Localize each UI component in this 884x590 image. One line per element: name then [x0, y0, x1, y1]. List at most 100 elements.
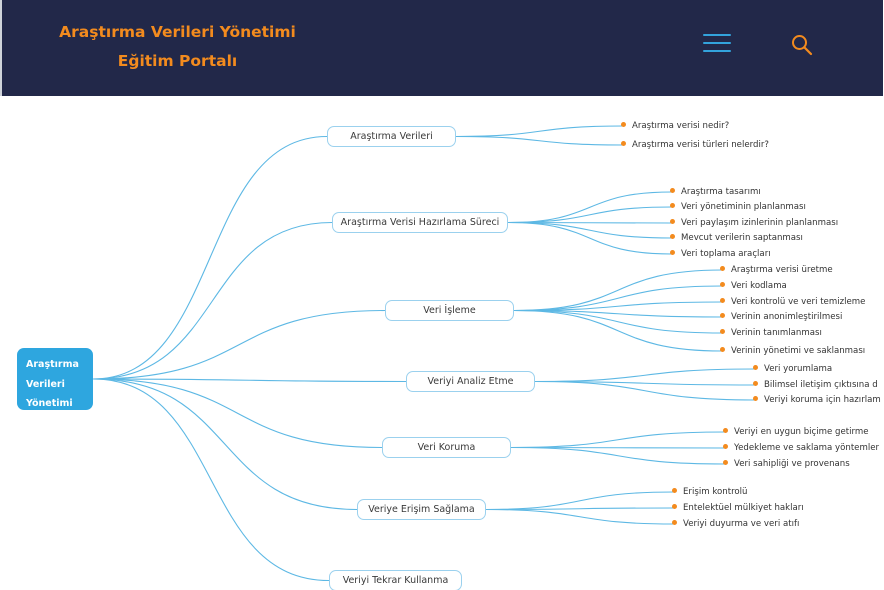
connector-line: [92, 221, 333, 380]
bullet-dot-icon: [720, 266, 725, 271]
branch-veri-isleme[interactable]: Veri İşleme: [385, 300, 514, 321]
leaf-label: Araştırma tasarımı: [681, 187, 761, 197]
connector-line: [455, 135, 624, 146]
leaf-item[interactable]: Verinin anonimleştirilmesi: [720, 311, 842, 323]
leaf-label: Verinin anonimleştirilmesi: [731, 312, 843, 322]
connector-line: [92, 378, 330, 582]
leaf-item[interactable]: Veri yönetiminin planlanması: [670, 201, 806, 213]
branch-arastirma-verileri[interactable]: Araştırma Verileri: [327, 126, 456, 147]
mindmap-connector-lines: [92, 125, 756, 582]
leaf-label: Veri sahipliği ve provenans: [734, 459, 850, 469]
leaf-item[interactable]: Mevcut verilerin saptanması: [670, 232, 803, 244]
leaf-item[interactable]: Araştırma verisi türleri nelerdir?: [621, 139, 769, 151]
leaf-item[interactable]: Yedekleme ve saklama yöntemler: [723, 442, 879, 454]
leaf-item[interactable]: Veri kodlama: [720, 280, 787, 292]
leaf-label: Bilimsel iletişim çıktısına d: [764, 380, 878, 390]
connector-line: [92, 378, 358, 511]
leaf-label: Erişim kontrolü: [683, 487, 748, 497]
bullet-dot-icon: [720, 298, 725, 303]
site-title-line-1[interactable]: Araştırma Verileri Yönetimi: [59, 23, 296, 41]
leaf-label: Araştırma verisi üretme: [731, 265, 833, 275]
connector-line: [485, 507, 675, 511]
branch-veriyi-tekrar-kullanma[interactable]: Veriyi Tekrar Kullanma: [329, 570, 462, 590]
connector-line: [534, 380, 756, 386]
mindmap-root-node[interactable]: Araştırma Verileri Yönetimi: [17, 348, 93, 410]
bullet-dot-icon: [670, 250, 675, 255]
connector-line: [513, 309, 723, 334]
site-header: Araştırma Verileri Yönetimi Eğitim Porta…: [2, 0, 883, 96]
leaf-item[interactable]: Erişim kontrolü: [672, 486, 748, 498]
root-label-line-2: Verileri: [26, 378, 65, 390]
bullet-dot-icon: [720, 329, 725, 334]
leaf-label: Veriyi koruma için hazırlam: [764, 395, 881, 405]
bullet-dot-icon: [672, 488, 677, 493]
leaf-item[interactable]: Araştırma verisi üretme: [720, 264, 833, 276]
connector-line: [92, 378, 407, 383]
bullet-dot-icon: [670, 234, 675, 239]
connector-line: [534, 380, 756, 401]
leaf-label: Veri kontrolü ve veri temizleme: [731, 297, 866, 307]
bullet-dot-icon: [720, 347, 725, 352]
mindmap-canvas: Araştırma Verileri Yönetimi Araştırma Ve…: [0, 96, 884, 590]
leaf-label: Veri toplama araçları: [681, 249, 771, 259]
leaf-label: Veri paylaşım izinlerinin planlanması: [681, 218, 839, 228]
leaf-item[interactable]: Verinin tanımlanması: [720, 327, 822, 339]
leaf-item[interactable]: Verinin yönetimi ve saklanması: [720, 345, 865, 357]
leaf-item[interactable]: Araştırma tasarımı: [670, 186, 761, 198]
connector-line: [513, 285, 723, 312]
bullet-dot-icon: [670, 203, 675, 208]
leaf-item[interactable]: Veri paylaşım izinlerinin planlanması: [670, 217, 838, 229]
leaf-label: Veri yorumlama: [764, 364, 833, 374]
bullet-dot-icon: [720, 282, 725, 287]
bullet-dot-icon: [720, 313, 725, 318]
connector-line: [92, 135, 328, 380]
connector-line: [485, 491, 675, 511]
bullet-dot-icon: [672, 504, 677, 509]
branch-veriye-erisim-saglama[interactable]: Veriye Erişim Sağlama: [357, 499, 486, 520]
leaf-label: Veri yönetiminin planlanması: [681, 202, 806, 212]
branch-veri-koruma[interactable]: Veri Koruma: [382, 437, 511, 458]
window-edge: [0, 0, 2, 96]
leaf-item[interactable]: Entelektüel mülkiyet hakları: [672, 502, 804, 514]
leaf-item[interactable]: Veri toplama araçları: [670, 248, 771, 260]
leaf-item[interactable]: Veri kontrolü ve veri temizleme: [720, 296, 865, 308]
leaf-item[interactable]: Veriyi duyurma ve veri atıfı: [672, 518, 799, 530]
bullet-dot-icon: [753, 365, 758, 370]
connector-line: [485, 508, 675, 525]
connector-line: [513, 309, 723, 352]
connector-line: [513, 309, 723, 318]
connector-line: [507, 221, 673, 224]
hamburger-menu-icon[interactable]: [703, 34, 731, 54]
bullet-dot-icon: [672, 520, 677, 525]
bullet-dot-icon: [621, 141, 626, 146]
leaf-label: Veriyi en uygun biçime getirme: [734, 427, 869, 437]
branch-veri-hazirlama-sureci[interactable]: Araştırma Verisi Hazırlama Süreci: [332, 212, 508, 233]
leaf-label: Entelektüel mülkiyet hakları: [683, 503, 804, 513]
leaf-label: Veriyi duyurma ve veri atıfı: [683, 519, 800, 529]
bullet-dot-icon: [753, 396, 758, 401]
leaf-label: Mevcut verilerin saptanması: [681, 233, 803, 243]
leaf-item[interactable]: Veriyi en uygun biçime getirme: [723, 426, 869, 438]
connector-line: [507, 206, 673, 224]
leaf-label: Verinin tanımlanması: [731, 328, 822, 338]
leaf-item[interactable]: Veriyi koruma için hazırlam: [753, 394, 881, 406]
leaf-item[interactable]: Veri sahipliği ve provenans: [723, 458, 850, 470]
leaf-label: Araştırma verisi nedir?: [632, 121, 730, 131]
leaf-label: Veri kodlama: [731, 281, 787, 291]
leaf-item[interactable]: Bilimsel iletişim çıktısına d: [753, 379, 878, 391]
leaf-item[interactable]: Araştırma verisi nedir?: [621, 120, 729, 132]
connector-line: [534, 368, 756, 383]
site-title-line-2[interactable]: Eğitim Portalı: [117, 52, 238, 70]
bullet-dot-icon: [723, 428, 728, 433]
leaf-item[interactable]: Veri yorumlama: [753, 363, 832, 375]
bullet-dot-icon: [670, 219, 675, 224]
connector-line: [507, 191, 673, 224]
connector-line: [507, 221, 673, 255]
search-icon[interactable]: [791, 34, 813, 56]
leaf-label: Yedekleme ve saklama yöntemler: [734, 443, 880, 453]
connector-line: [510, 431, 726, 449]
connector-line: [92, 378, 383, 449]
connector-line: [510, 446, 726, 449]
branch-veriyi-analiz-etme[interactable]: Veriyi Analiz Etme: [406, 371, 535, 392]
root-label-line-1: Araştırma: [26, 359, 79, 370]
